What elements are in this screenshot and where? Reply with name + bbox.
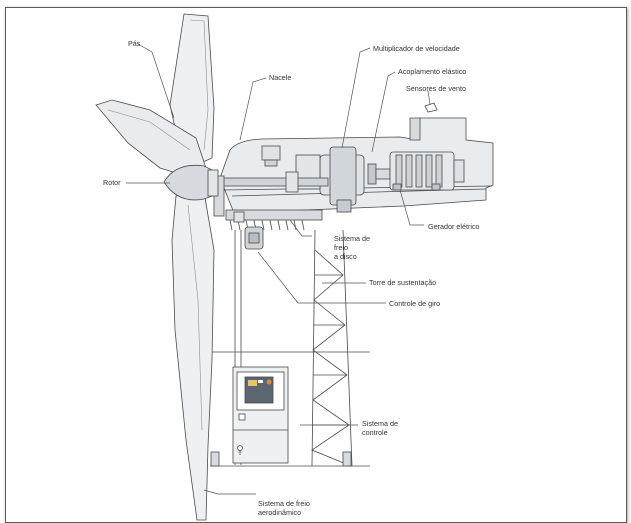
label-multiplicador: Multiplicador de velocidade <box>373 44 460 53</box>
label-freio-disco-line-1: Sistema de <box>334 234 370 243</box>
label-freio-disco-line-3: a disco <box>334 252 357 261</box>
label-freio-disco: Sistema de freio a disco <box>334 234 372 261</box>
diagram-labels: Pás Nacele Rotor Multiplicador de veloci… <box>103 39 480 517</box>
label-sistema-controle-line-1: Sistema de <box>362 419 398 428</box>
label-freio-aero-line-2: aerodinâmico <box>258 508 301 517</box>
label-sensores: Sensores de vento <box>406 84 466 93</box>
label-acoplamento: Acoplamento elástico <box>398 67 466 76</box>
label-sistema-controle-line-2: controle <box>362 428 388 437</box>
label-freio-aero-line-1: Sistema de freio <box>258 499 310 508</box>
rotor-blades <box>96 14 218 520</box>
label-freio-aero: Sistema de freio aerodinâmico <box>258 499 312 517</box>
label-gerador: Gerador elétrico <box>428 222 480 231</box>
label-sistema-controle: Sistema de controle <box>362 419 400 437</box>
control-cabinet <box>233 367 288 463</box>
label-nacele: Nacele <box>269 73 291 82</box>
label-torre: Torre de sustentação <box>369 278 436 287</box>
label-pas: Pás <box>128 39 141 48</box>
label-freio-disco-line-2: freio <box>334 243 348 252</box>
label-rotor: Rotor <box>103 178 121 187</box>
label-controle-giro: Controle de giro <box>389 299 440 308</box>
